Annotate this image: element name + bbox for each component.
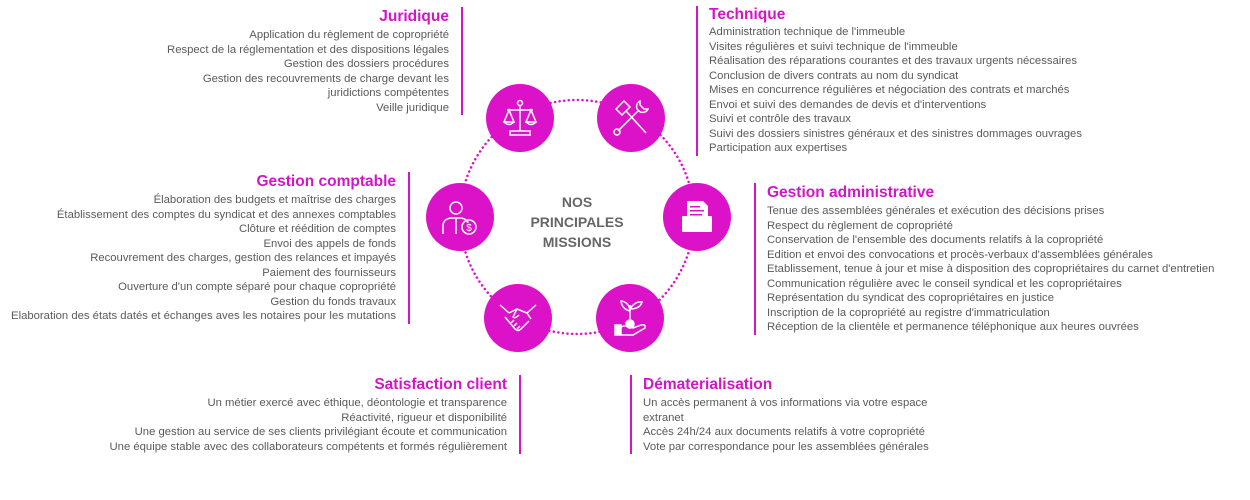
satisfaction-bubble	[484, 284, 552, 352]
section-administrative: Gestion administrative Tenue des assembl…	[754, 183, 1214, 335]
list-item: Administration technique de l'immeuble	[709, 26, 906, 38]
plant-hand-icon	[614, 300, 646, 336]
list-item: Etablissement, tenue à jour et mise à di…	[767, 263, 1215, 275]
comptable-bubble: $	[426, 183, 494, 251]
section-title: Juridique	[379, 8, 449, 25]
center-title-line: NOS	[561, 194, 593, 210]
accountant-icon: $	[442, 201, 477, 235]
tools-icon	[613, 99, 650, 136]
list-item: Vote par correspondance pour les assembl…	[643, 440, 929, 453]
section-comptable: Gestion comptable Élaboration des budget…	[11, 172, 410, 324]
list-item: Respect de la réglementation et des disp…	[167, 43, 449, 56]
list-item: Visites régulières et suivi technique de…	[709, 40, 958, 53]
technique-bubble	[597, 84, 665, 152]
svg-text:$: $	[466, 223, 472, 234]
center-title-line: MISSIONS	[542, 234, 612, 250]
list-item: Conservation de l'ensemble des documents…	[767, 234, 1104, 246]
list-item: Gestion du fonds travaux	[270, 295, 396, 308]
section-title: Technique	[709, 6, 786, 23]
list-item: Tenue des assemblées générales et exécut…	[767, 205, 1105, 217]
list-item: Envoi et suivi des demandes de devis et …	[709, 98, 987, 111]
list-item: Réalisation des réparations courantes et…	[709, 55, 1077, 67]
list-item: Suivi des dossiers sinistres généraux et…	[709, 127, 1082, 140]
list-item: Élaboration des budgets et maîtrise des …	[153, 194, 396, 206]
list-item: Inscription de la copropriété au registr…	[767, 306, 1050, 319]
list-item: Edition et envoi des convocations et pro…	[767, 248, 1153, 261]
section-title: Satisfaction client	[374, 376, 507, 393]
section-title: Dématerialisation	[643, 376, 773, 393]
list-item: Un métier exercé avec éthique, déontolog…	[207, 397, 507, 409]
list-item: Clôture et réédition de comptes	[239, 223, 396, 235]
section-title: Gestion administrative	[767, 184, 935, 201]
list-item: Établissement des comptes du syndicat et…	[56, 208, 396, 221]
section-dematerialisation: Dématerialisation Un accès permanent à v…	[630, 375, 933, 454]
list-item: Communication régulière avec le conseil …	[767, 277, 1122, 290]
list-item: Une équipe stable avec des collaborateur…	[109, 440, 508, 453]
list-item: Recouvrement des charges, gestion des re…	[90, 252, 396, 264]
section-title: Gestion comptable	[256, 173, 396, 190]
center-title-line: PRINCIPALES	[530, 214, 624, 230]
list-item: Représentation du syndicat des coproprié…	[767, 292, 1054, 304]
folder-icon	[682, 201, 712, 232]
list-item: Veille juridique	[376, 101, 449, 114]
list-item: Gestion des dossiers procédures	[283, 58, 449, 70]
handshake-icon	[499, 304, 537, 332]
list-item: Elaboration des états datés et échanges …	[11, 310, 396, 322]
section-juridique: Juridique Application du règlement de co…	[149, 7, 463, 115]
list-item: Gestion des recouvrements de charge deva…	[202, 72, 449, 100]
list-item: Réactivité, rigueur et disponibilité	[341, 411, 507, 424]
list-item: Respect du règlement de copropriété	[767, 219, 953, 232]
list-item: Conclusion de divers contrats au nom du …	[709, 69, 959, 82]
section-satisfaction: Satisfaction client Un métier exercé ave…	[109, 375, 521, 454]
juridique-bubble	[486, 84, 554, 152]
list-item: Ouverture d'un compte séparé pour chaque…	[118, 281, 396, 293]
list-item: Réception de la clientèle et permanence …	[767, 321, 1139, 333]
list-item: Application du règlement de copropriété	[249, 29, 449, 41]
list-item: Une gestion au service de ses clients pr…	[134, 426, 507, 438]
list-item: Participation aux expertises	[709, 142, 848, 154]
list-item: Mises en concurrence régulières et négoc…	[709, 84, 1070, 96]
list-item: Accès 24h/24 aux documents relatifs à vo…	[643, 426, 925, 438]
list-item: Suivi et contrôle des travaux	[709, 113, 851, 125]
center-title: NOS PRINCIPALES MISSIONS	[517, 192, 637, 252]
scales-icon	[502, 99, 538, 136]
administrative-bubble	[663, 183, 731, 251]
section-technique: Technique Administration technique de l'…	[696, 6, 1082, 156]
list-item: Un accès permanent à vos informations vi…	[643, 397, 928, 424]
dematerialisation-bubble	[596, 284, 664, 352]
list-item: Paiement des fournisseurs	[262, 266, 396, 279]
list-item: Envoi des appels de fonds	[263, 237, 396, 250]
